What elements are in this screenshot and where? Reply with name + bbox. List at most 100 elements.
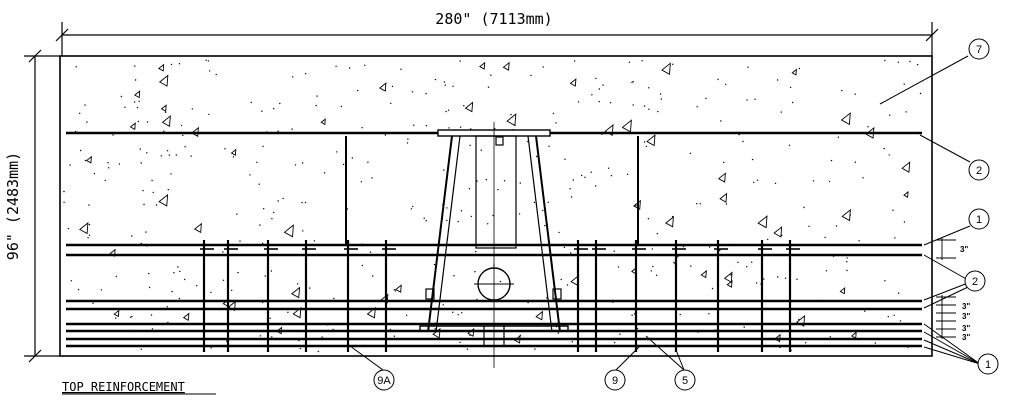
stipple-dot bbox=[371, 177, 373, 179]
stipple-dot bbox=[672, 63, 674, 65]
stipple-dot bbox=[336, 151, 338, 153]
stipple-dot bbox=[393, 289, 395, 291]
stipple-dot bbox=[777, 276, 779, 278]
stipple-dot bbox=[570, 252, 572, 254]
stipple-dot bbox=[487, 223, 489, 225]
stipple-dot bbox=[463, 105, 465, 107]
stipple-dot bbox=[598, 100, 600, 103]
stipple-dot bbox=[291, 128, 293, 130]
stipple-dot bbox=[711, 287, 714, 290]
stipple-dot bbox=[88, 234, 91, 236]
stipple-dot bbox=[705, 97, 707, 100]
stipple-dot bbox=[448, 127, 450, 129]
stipple-dot bbox=[145, 231, 147, 233]
callout-2-mid: 2 bbox=[964, 270, 986, 292]
stipple-dot bbox=[425, 92, 427, 95]
stipple-dot bbox=[909, 60, 911, 63]
stipple-dot bbox=[224, 148, 226, 150]
stipple-dot bbox=[631, 81, 633, 84]
drawing-title: TOP REINFORCEMENT bbox=[62, 380, 185, 394]
stipple-dot bbox=[270, 270, 273, 272]
stipple-dot bbox=[215, 73, 217, 76]
stipple-dot bbox=[632, 81, 634, 83]
callout-5: 5 bbox=[674, 369, 696, 391]
stipple-dot bbox=[457, 220, 459, 223]
stipple-dot bbox=[696, 203, 698, 205]
stipple-dot bbox=[335, 65, 337, 68]
stipple-dot bbox=[846, 261, 848, 263]
stipple-dot bbox=[657, 110, 659, 113]
stipple-dot bbox=[407, 138, 409, 140]
stipple-dot bbox=[250, 101, 252, 104]
stipple-dot bbox=[70, 280, 73, 282]
stipple-dot bbox=[626, 173, 629, 175]
stipple-dot bbox=[168, 154, 171, 156]
stipple-dot bbox=[301, 162, 304, 164]
stipple-dot bbox=[88, 204, 90, 206]
stipple-dot bbox=[883, 147, 885, 150]
stipple-dot bbox=[304, 201, 307, 204]
stipple-dot bbox=[598, 88, 600, 90]
stipple-dot bbox=[563, 246, 566, 249]
stipple-dot bbox=[86, 121, 88, 123]
stipple-dot bbox=[791, 101, 794, 104]
stipple-dot bbox=[134, 79, 137, 81]
stipple-dot bbox=[613, 250, 615, 252]
stipple-dot bbox=[648, 87, 650, 89]
stipple-dot bbox=[558, 231, 560, 234]
stipple-dot bbox=[534, 348, 536, 350]
stipple-dot bbox=[364, 64, 366, 67]
stipple-dot bbox=[316, 95, 318, 97]
stipple-dot bbox=[717, 78, 719, 81]
aggregate-triangle bbox=[129, 122, 136, 131]
aggregate-triangle bbox=[717, 172, 726, 183]
stipple-dot bbox=[743, 326, 745, 328]
stipple-dot bbox=[699, 203, 701, 205]
stipple-dot bbox=[134, 65, 136, 67]
stipple-dot bbox=[789, 86, 792, 89]
stipple-dot bbox=[858, 240, 860, 242]
stipple-dot bbox=[434, 328, 436, 330]
callout-7-label: 7 bbox=[976, 44, 982, 56]
stipple-dot bbox=[390, 102, 392, 105]
stipple-dot bbox=[905, 111, 907, 113]
stipple-dot bbox=[232, 156, 235, 158]
stipple-dot bbox=[730, 274, 732, 276]
stipple-dot bbox=[459, 60, 461, 62]
stirrups bbox=[200, 240, 800, 352]
stipple-dot bbox=[146, 121, 149, 123]
aggregate-triangle bbox=[479, 61, 486, 70]
spacing-label-3: 3" bbox=[962, 312, 970, 321]
stipple-dot bbox=[894, 237, 896, 239]
stipple-dot bbox=[544, 224, 546, 227]
stipple-dot bbox=[892, 209, 894, 211]
stipple-dot bbox=[357, 89, 359, 92]
stipple-dot bbox=[208, 113, 210, 116]
stipple-dot bbox=[841, 89, 843, 92]
aggregate-triangle bbox=[193, 222, 202, 234]
stipple-dot bbox=[536, 155, 538, 158]
stipple-dot bbox=[88, 223, 91, 226]
stipple-dot bbox=[690, 265, 692, 267]
aggregate-triangle bbox=[903, 190, 909, 198]
stipple-dot bbox=[581, 174, 583, 177]
stipple-dot bbox=[518, 213, 521, 215]
stipple-dot bbox=[566, 284, 569, 286]
callout-5-label: 5 bbox=[682, 375, 688, 387]
stipple-dot bbox=[367, 161, 369, 163]
stipple-dot bbox=[825, 270, 828, 272]
stipple-dot bbox=[262, 145, 264, 148]
stipple-dot bbox=[708, 313, 710, 315]
stipple-dot bbox=[269, 317, 271, 319]
stipple-dot bbox=[164, 111, 167, 114]
stipple-dot bbox=[641, 60, 643, 62]
stipple-dot bbox=[166, 306, 168, 308]
stipple-dot bbox=[637, 327, 639, 330]
aggregate-triangle bbox=[320, 118, 326, 126]
stipple-dot bbox=[411, 91, 414, 93]
callout-7: 7 bbox=[968, 38, 990, 60]
stipple-dot bbox=[469, 144, 471, 146]
aggregate-triangle bbox=[502, 61, 510, 71]
stipple-dot bbox=[457, 314, 459, 316]
leader-lines bbox=[349, 55, 981, 371]
